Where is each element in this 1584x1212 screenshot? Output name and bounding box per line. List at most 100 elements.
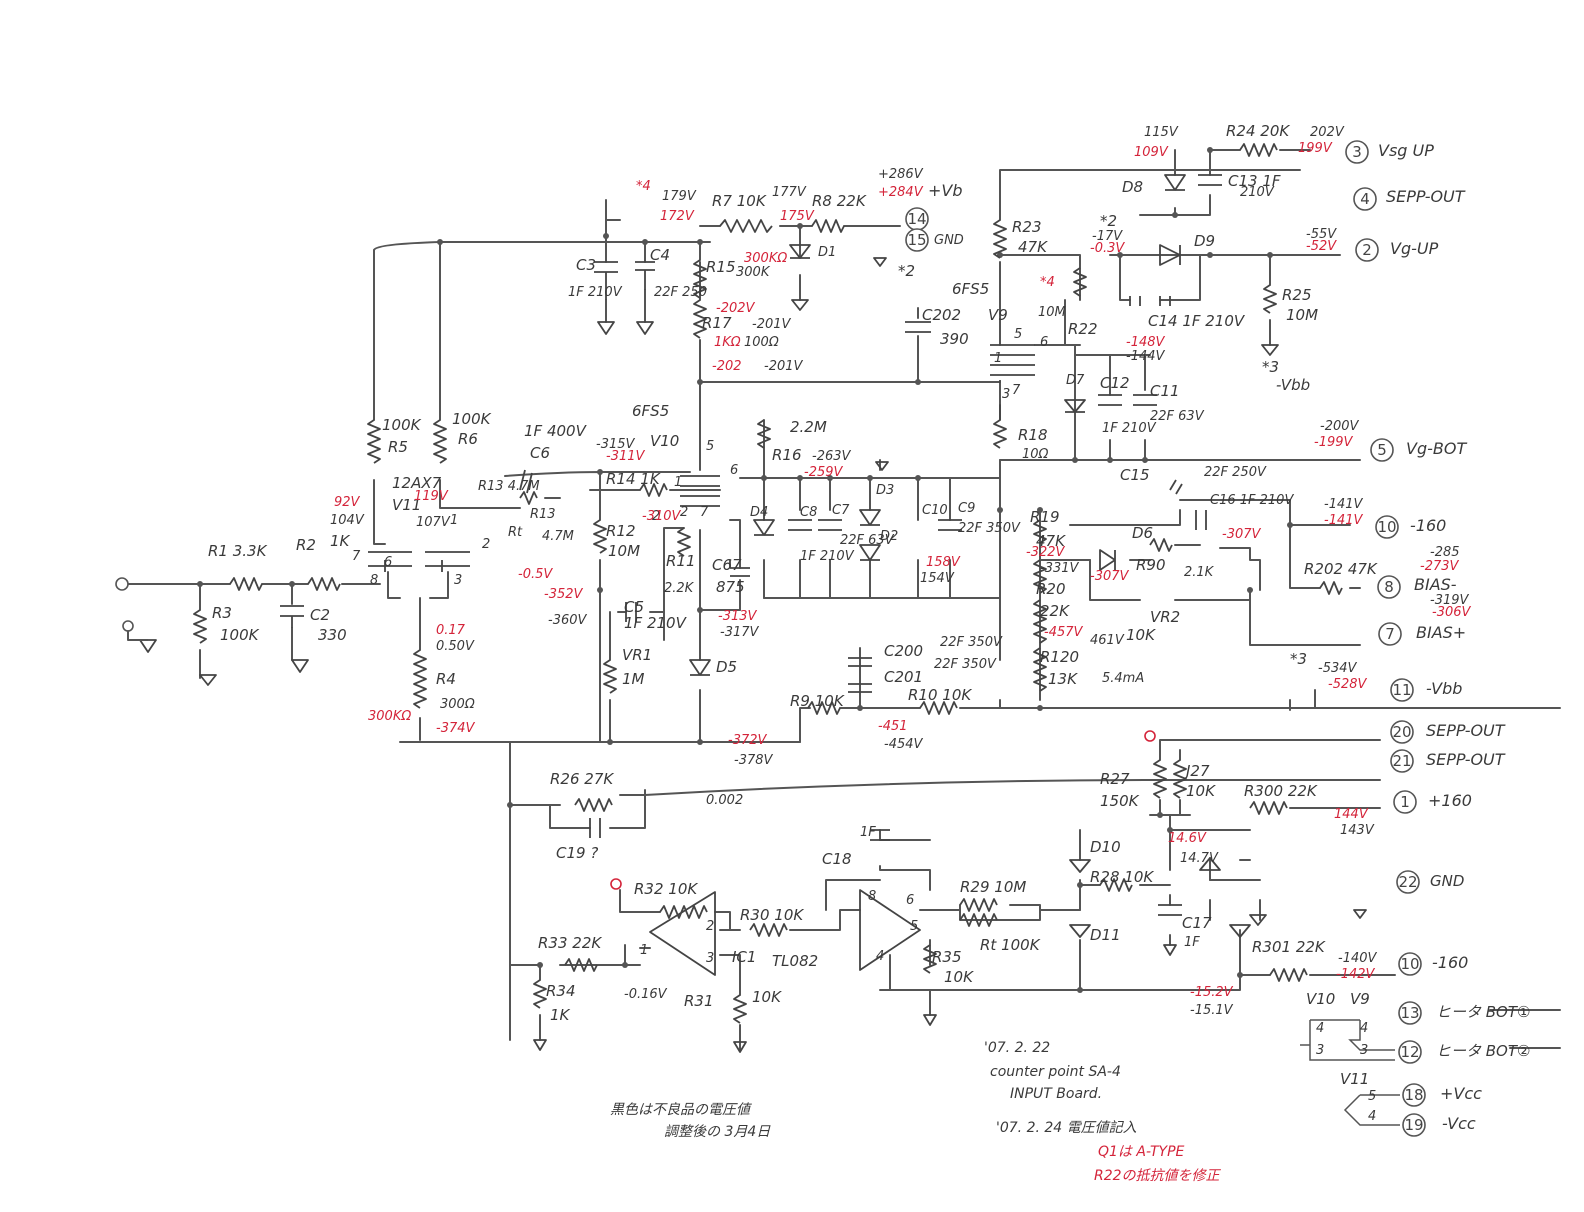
voltage-red-label: 144V	[1334, 807, 1369, 822]
pin-number: 3	[1316, 1043, 1324, 1058]
D7-label: D7	[1066, 373, 1085, 388]
C15-value: 22F 250V	[1204, 465, 1267, 480]
voltage-red-label: -322V	[1026, 545, 1066, 560]
group-label: -Vbb	[1276, 376, 1310, 394]
D3-label: D3	[876, 483, 894, 498]
V10-label: V10	[650, 432, 679, 450]
R27-label: R27	[1100, 770, 1130, 788]
note-date-2: '07. 2. 24 電圧値記入	[996, 1120, 1137, 1136]
voltage-label: 154V	[920, 571, 955, 586]
voltage-red-label: -15.2V	[1190, 985, 1234, 1000]
voltage-label: -319V	[1430, 593, 1470, 608]
svg-text:GND: GND	[1430, 872, 1464, 890]
D2-label: D2	[880, 529, 898, 544]
C9-label: C9	[958, 501, 975, 516]
star-mark: *3	[1262, 358, 1279, 376]
terminal-15: 15 GND	[905, 228, 964, 252]
voltage-label: -140V	[1338, 951, 1378, 966]
pin-number: 3	[706, 951, 714, 966]
voltage-label: +286V	[878, 167, 924, 182]
R16-label: R16	[772, 446, 802, 464]
C200-label: C200	[884, 642, 923, 660]
voltage-red-label: -202V	[716, 301, 756, 316]
C12-label: C12	[1100, 374, 1130, 392]
D9-label: D9	[1194, 232, 1215, 250]
J27-value: 10K	[1186, 782, 1216, 800]
svg-text:GND: GND	[934, 233, 964, 248]
V11-label: V11	[392, 496, 421, 514]
voltage-red-label: -374V	[436, 721, 476, 736]
C7-value: 22F 63V	[840, 533, 895, 548]
terminal-5: 5 Vg-BOT	[1370, 438, 1467, 462]
note-date: '07. 2. 22	[984, 1040, 1050, 1056]
svg-text:ヒータ BOT②: ヒータ BOT②	[1436, 1042, 1530, 1060]
voltage-label: 107V	[416, 515, 451, 530]
R17-label: R17	[702, 314, 732, 332]
R23-value: 47K	[1018, 238, 1048, 256]
voltage-label: 177V	[772, 185, 807, 200]
C12-value: 1F 210V	[1102, 421, 1157, 436]
group-label: V10	[1306, 990, 1335, 1008]
svg-text:7: 7	[1385, 625, 1395, 643]
svg-text:10: 10	[1377, 518, 1396, 536]
R3-label: R3	[212, 604, 232, 622]
R34-value: 1K	[550, 1006, 571, 1024]
voltage-label: 0.50V	[436, 639, 475, 654]
pin-number: 1	[994, 351, 1002, 366]
R17-value: 100Ω	[744, 335, 779, 350]
svg-text:+Vcc: +Vcc	[1440, 1084, 1482, 1103]
C19-label: C19 ?	[556, 844, 598, 862]
voltage-label: -317V	[720, 625, 760, 640]
voltage-red-label: -310V	[642, 509, 682, 524]
pin-number: 5	[706, 439, 714, 454]
D6-label: D6	[1132, 524, 1153, 542]
voltage-label: 104V	[330, 513, 365, 528]
pin-number: 4	[1360, 1021, 1368, 1036]
voltage-label: 14.7V	[1180, 851, 1219, 866]
voltage-readings-red: 92V 119V -0.5V 0.17 300KΩ -374V -352V -3…	[334, 141, 1472, 1000]
voltage-label: -144V	[1126, 349, 1166, 364]
R31-label: R31	[684, 992, 714, 1010]
svg-text:ヒータ BOT①: ヒータ BOT①	[1436, 1003, 1530, 1021]
svg-text:SEPP-OUT: SEPP-OUT	[1426, 750, 1506, 769]
svg-text:-Vcc: -Vcc	[1442, 1114, 1476, 1133]
voltage-label: -17V	[1092, 229, 1123, 244]
C18-value: 1F	[860, 825, 876, 840]
IC1-type: TL082	[772, 952, 818, 970]
voltage-red-label: -259V	[804, 465, 844, 480]
terminal-7: 7 BIAS+	[1378, 622, 1466, 646]
pin-numbers: 6 8 7 1 2 3 5 6 2 7 5 6 1 3 7 8 6 5 4 2 …	[352, 327, 1376, 1124]
voltage-red-label: -199V	[1314, 435, 1354, 450]
R23-label: R23	[1012, 218, 1042, 236]
R4-value: 300Ω	[440, 697, 475, 712]
voltage-red-label: -307V	[1222, 527, 1262, 542]
pin-number: 1	[450, 513, 458, 528]
R15-value: 300K	[736, 265, 771, 280]
V10-type: 6FS5	[632, 402, 669, 420]
voltage-readings-black: 104V 107V 0.50V -360V -317V -201V -201V …	[330, 125, 1470, 1018]
voltage-red-label: 158V	[926, 555, 961, 570]
svg-text:+160: +160	[1428, 791, 1472, 810]
R18-label: R18	[1018, 426, 1048, 444]
wiring	[127, 149, 1561, 1126]
note-japanese-2: 調整後の 3月4日	[664, 1124, 771, 1140]
terminal-8: 8 BIAS-	[1377, 575, 1457, 599]
R24-label: R24 20K	[1226, 122, 1290, 140]
svg-text:Vg-UP: Vg-UP	[1390, 239, 1439, 258]
voltage-label: -0.16V	[624, 987, 668, 1002]
junctions	[197, 147, 1293, 993]
voltage-label: -378V	[734, 753, 774, 768]
pin-number: 8	[370, 573, 378, 588]
R90-value: 2.1K	[1184, 565, 1215, 580]
C8-value: 1F 210V	[800, 549, 855, 564]
voltage-label: -200V	[1320, 419, 1360, 434]
voltage-label: -331V	[1040, 561, 1080, 576]
D1-label: D1	[818, 245, 836, 260]
C4-value: 22F 250	[654, 285, 707, 300]
voltage-red-label: 92V	[334, 495, 361, 510]
terminal-3: 3 Vsg UP	[1345, 140, 1434, 164]
R19-value: 47K	[1036, 532, 1066, 550]
C6-label: C6	[530, 444, 550, 462]
group-label: V9	[1350, 990, 1370, 1008]
voltage-red-label: 300KΩ	[368, 709, 411, 724]
